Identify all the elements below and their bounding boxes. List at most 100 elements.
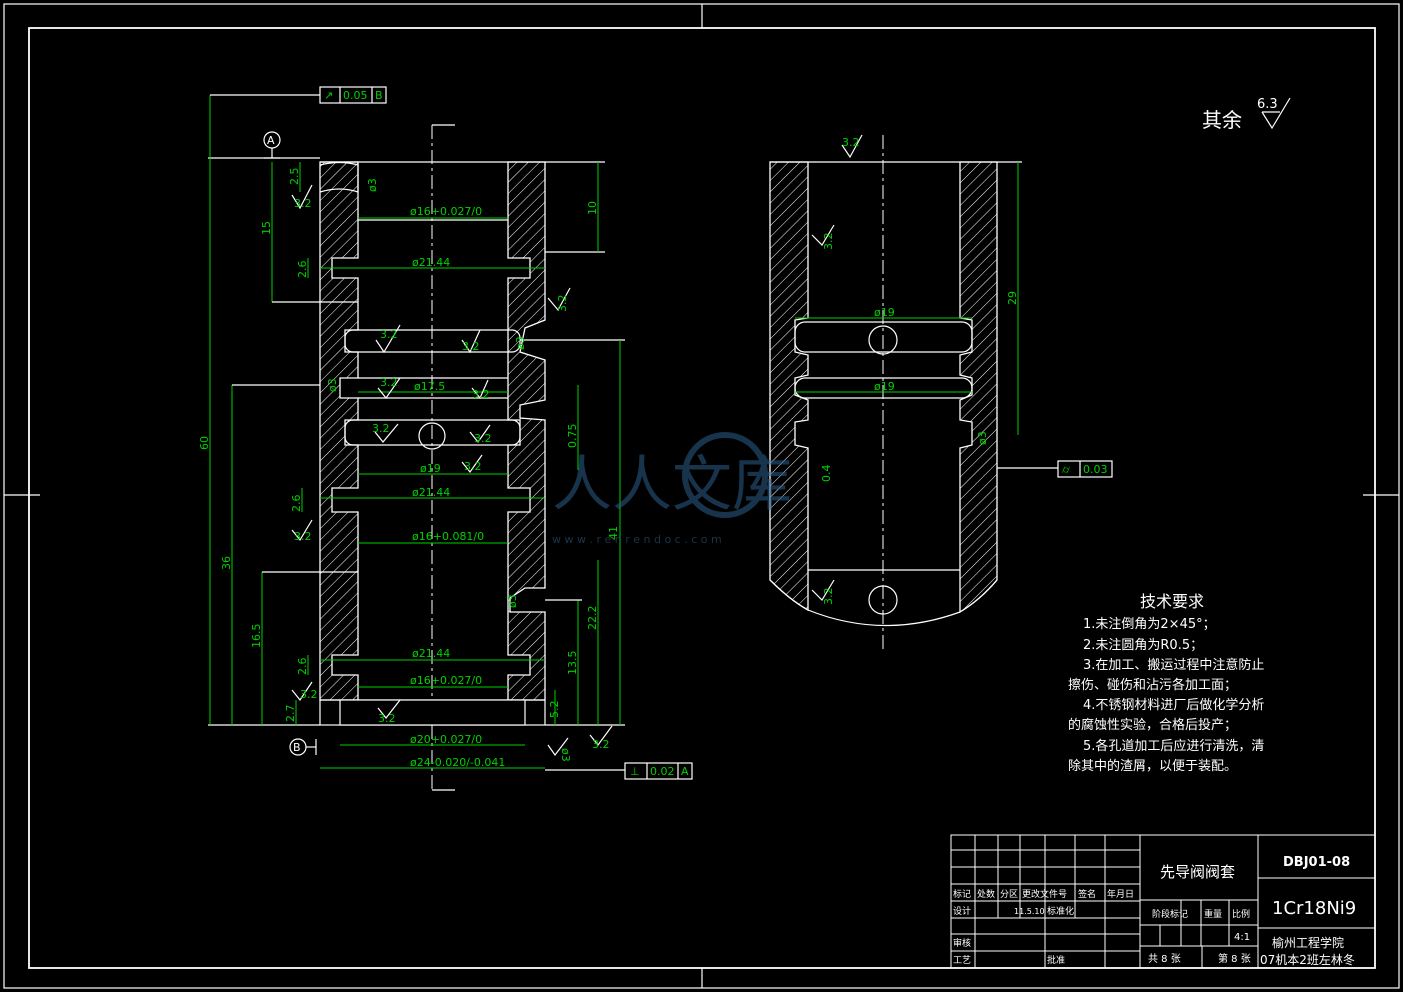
- rough-l3: 3.2: [462, 340, 480, 353]
- rough-l4: 3.2: [380, 376, 398, 389]
- dim-v22-2: 22.2: [586, 606, 599, 631]
- dim-v26a: 2.6: [296, 261, 309, 279]
- dim-r3c: ø3: [326, 378, 339, 392]
- rough-l2: 3.2: [380, 328, 398, 341]
- tb-design-date: 11.5.10: [1014, 907, 1045, 916]
- tb-stage: 阶段标记: [1152, 908, 1188, 920]
- watermark-text: 人人文库: [552, 450, 792, 520]
- tol-runout-symbol: ↗: [324, 89, 333, 102]
- dim-v15: 15: [260, 221, 273, 235]
- tb-material: 1Cr18Ni9: [1272, 898, 1356, 919]
- right-view-left-hatch: [769, 161, 809, 612]
- tol-cyl-value: 0.03: [1083, 463, 1108, 476]
- tb-weight: 重量: [1204, 908, 1222, 920]
- tb-h2: 处数: [977, 888, 995, 900]
- tech-req-title: 技术要求: [1140, 592, 1204, 611]
- rough-r1: 3.2: [842, 136, 860, 149]
- tb-h4: 更改文件号: [1022, 888, 1067, 900]
- tb-author: 07机本2班左林冬: [1260, 952, 1355, 967]
- dim-d16-top: ø16+0.027/0: [410, 205, 482, 218]
- right-wall-hatch: [507, 161, 546, 701]
- tb-school: 榆州工程学院: [1272, 935, 1344, 950]
- dim-r3b: ø3: [514, 336, 527, 350]
- left-dimensions: ø16+0.027/0 ø21.44 ø17.5 ø19 ø21.44 ø16+…: [198, 86, 693, 780]
- tol-perp-value: 0.02: [650, 765, 675, 778]
- tech-req-8: 除其中的渣屑，以便于装配。: [1068, 758, 1237, 774]
- rough-l9: 3.2: [556, 295, 569, 313]
- left-section-view: [319, 124, 546, 791]
- tb-scale: 4:1: [1234, 932, 1250, 943]
- rough-r3: 3.2: [822, 588, 835, 606]
- dim-r3a: ø3: [366, 178, 379, 192]
- title-block-text: 先导阀阀套 DBJ01-08 1Cr18Ni9 榆州工程学院 07机本2班左林冬…: [953, 855, 1356, 967]
- rough-l10: 3.2: [294, 530, 312, 543]
- tb-check: 审核: [953, 937, 971, 949]
- dim-v25: 2.5: [288, 168, 301, 186]
- rough-l1: 3.2: [294, 197, 312, 210]
- dim-right-v29: 29: [1006, 291, 1019, 305]
- dim-v26b: 2.6: [290, 495, 303, 513]
- rough-l13: 3.2: [592, 738, 610, 751]
- left-wall-hatch: [319, 161, 359, 701]
- tb-h6: 年月日: [1107, 888, 1134, 900]
- tb-design: 设计: [953, 905, 971, 917]
- right-section-view: ø19 ø19 29 0.4 ø3 3.2 3.2 3.2 ⌭ 0.03: [769, 134, 1113, 650]
- right-view-right-hatch: [959, 161, 998, 614]
- tol-cyl-symbol: ⌭: [1062, 463, 1070, 476]
- watermark-url: w w w . r e n r e n d o c . c o m: [552, 533, 722, 546]
- tb-process: 工艺: [953, 955, 971, 966]
- tb-standardize: 标准化: [1047, 905, 1074, 917]
- rough-l7: 3.2: [474, 432, 492, 445]
- dim-v41: 41: [607, 526, 620, 540]
- dim-d17-5: ø17.5: [414, 380, 445, 393]
- dim-d16-mid: ø16+0.081/0: [412, 530, 484, 543]
- rough-l12: 3.2: [378, 712, 396, 725]
- dim-v13-5: 13.5: [566, 651, 579, 676]
- dim-r3e: ø3: [559, 748, 572, 762]
- tech-req-1: 1.未注倒角为2×45°；: [1083, 617, 1216, 632]
- tb-scale-label: 比例: [1232, 908, 1250, 920]
- tech-req-7: 5.各孔道加工后应进行清洗，清: [1083, 738, 1264, 754]
- dim-v26c: 2.6: [296, 658, 309, 676]
- tol-perp-symbol: ⊥: [630, 765, 640, 778]
- tech-req-5: 4.不锈钢材料进厂后做化学分析: [1083, 697, 1264, 713]
- dim-r3d: ø3: [506, 594, 519, 608]
- tb-approve: 批准: [1047, 954, 1065, 966]
- technical-requirements: 技术要求 1.未注倒角为2×45°； 2.未注圆角为R0.5； 3.在加工、搬运…: [1068, 592, 1264, 774]
- dim-d20: ø20+0.027/0: [410, 733, 482, 746]
- datum-a-label: A: [267, 134, 275, 147]
- dim-v60: 60: [198, 436, 211, 450]
- dim-d21-44-b: ø21.44: [412, 486, 450, 499]
- tb-drawing-no: DBJ01-08: [1283, 855, 1350, 870]
- datum-b-label: B: [293, 741, 301, 754]
- tech-req-3: 3.在加工、搬运过程中注意防止: [1083, 657, 1264, 673]
- tol-runout-datum: B: [375, 89, 383, 102]
- drawing-frame: [3, 3, 1400, 989]
- dim-v10: 10: [586, 201, 599, 215]
- rough-r2: 3.2: [822, 233, 835, 251]
- dim-v5-2: 5.2: [548, 701, 561, 719]
- watermark: 人人文库 w w w . r e n r e n d o c . c o m: [552, 432, 792, 546]
- tb-part-name: 先导阀阀套: [1160, 863, 1235, 881]
- dim-d21-44-c: ø21.44: [412, 647, 450, 660]
- dim-right-r3: ø3: [976, 431, 989, 445]
- dim-d24: ø24-0.020/-0.041: [410, 756, 505, 769]
- rough-l6: 3.2: [372, 422, 390, 435]
- tb-h3: 分区: [1000, 889, 1018, 900]
- tb-sheet-no: 第 8 张: [1218, 952, 1251, 965]
- dim-right-v0-4: 0.4: [820, 465, 833, 483]
- rough-l11: 3.2: [300, 688, 318, 701]
- general-roughness-label: 其余: [1202, 108, 1242, 132]
- dim-v16-5: 16.5: [250, 624, 263, 649]
- rough-l5: 3.2: [472, 388, 490, 401]
- dim-v27: 2.7: [284, 705, 297, 723]
- title-block: [950, 834, 1376, 969]
- tol-runout-value: 0.05: [343, 89, 368, 102]
- tech-req-4: 擦伤、碰伤和沾污各加工面；: [1068, 677, 1237, 693]
- dim-right-d19b: ø19: [874, 380, 895, 393]
- tech-req-6: 的腐蚀性实验，合格后投产；: [1068, 717, 1237, 733]
- dim-d21-44-a: ø21.44: [412, 256, 450, 269]
- dim-right-d19a: ø19: [874, 306, 895, 319]
- tol-perp-datum: A: [681, 765, 689, 778]
